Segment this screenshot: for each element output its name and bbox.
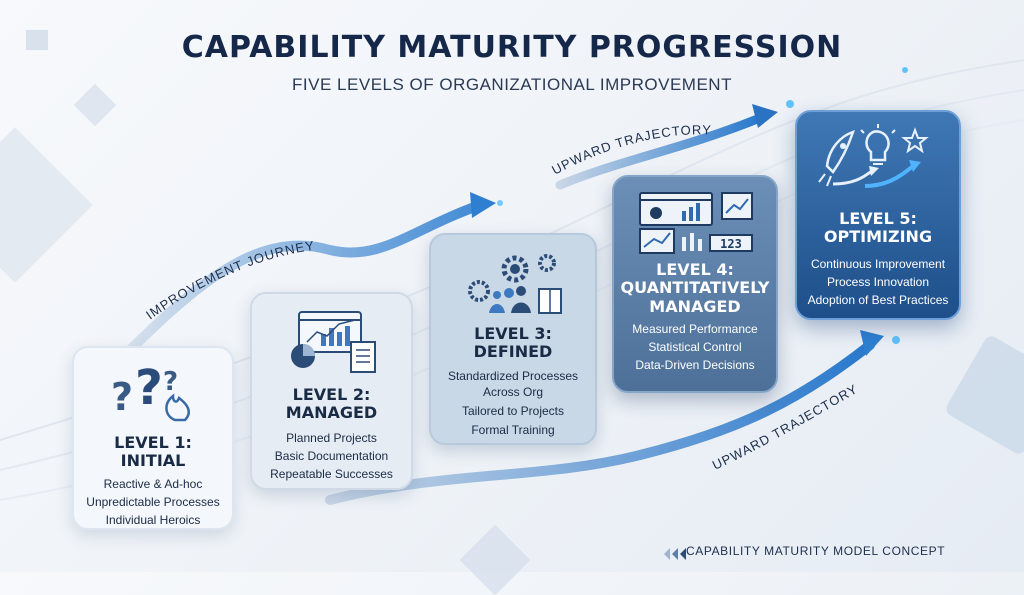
level-1-card: ? ? ? LEVEL 1: INITIAL Reactive & Ad-hoc…: [72, 346, 234, 530]
journey-arrow-path: [115, 200, 485, 365]
level-5-card: LEVEL 5: OPTIMIZING Continuous Improveme…: [795, 110, 961, 320]
level-1-item: Reactive & Ad-hoc: [103, 476, 203, 491]
level-1-item: Unpredictable Processes: [86, 494, 220, 509]
level-2-title: LEVEL 2: MANAGED: [285, 385, 378, 423]
rocket-lightbulb-star-icon: [818, 124, 929, 188]
level-1-title: LEVEL 1: INITIAL: [114, 433, 192, 471]
svg-text:?: ?: [111, 375, 133, 419]
level-4-description: Measured Performance Statistical Control…: [614, 320, 776, 374]
level-1-item: Individual Heroics: [105, 512, 201, 527]
level-5-description: Continuous Improvement Process Innovatio…: [797, 255, 959, 309]
level-4-title: LEVEL 4: QUANTITATIVELY MANAGED: [620, 260, 770, 316]
level-4-item: Measured Performance: [632, 322, 758, 337]
svg-text:?: ?: [135, 360, 163, 416]
gears-team-book-icon: [468, 254, 562, 314]
level-5-title: LEVEL 5: OPTIMIZING: [823, 209, 933, 247]
lower-trajectory-arrowhead: [860, 330, 884, 356]
svg-text:123: 123: [720, 237, 742, 251]
page-title: CAPABILITY MATURITY PROGRESSION: [181, 30, 843, 65]
level-3-item: Formal Training: [471, 423, 555, 438]
level-3-title: LEVEL 3: DEFINED: [473, 324, 553, 362]
level-4-card: 123 LEVEL 4: QUANTITATIVELY MANAGED Meas…: [612, 175, 778, 393]
level-3-item: Standardized Processes: [447, 368, 579, 383]
dashboard-analytics-icon: 123: [639, 192, 753, 254]
level-3-item: Across Org: [482, 384, 543, 399]
report-document-icon: [290, 311, 376, 373]
level-2-item: Basic Documentation: [274, 448, 389, 463]
footer-chevron-icons: [664, 545, 686, 564]
lower-trajectory-path: [325, 340, 875, 505]
upward-trajectory-top-label: UPWARD TRAJECTORY: [549, 122, 712, 177]
level-5-item: Process Innovation: [826, 274, 930, 289]
level-1-description: Reactive & Ad-hoc Unpredictable Processe…: [74, 475, 232, 529]
progression-flow: IMPROVEMENT JOURNEY UPWARD TRAJECTORY UP…: [0, 59, 1024, 505]
svg-text:?: ?: [163, 367, 178, 397]
level-4-item: Statistical Control: [648, 340, 742, 355]
level-3-card: LEVEL 3: DEFINED Standardized Processes …: [429, 233, 597, 445]
level-5-item: Continuous Improvement: [810, 256, 946, 271]
level-2-description: Planned Projects Basic Documentation Rep…: [252, 429, 411, 483]
journey-arrowhead: [470, 192, 496, 218]
level-5-item: Adoption of Best Practices: [807, 292, 949, 307]
level-3-description: Standardized Processes Across Org Tailor…: [431, 368, 595, 439]
level-2-card: LEVEL 2: MANAGED Planned Projects Basic …: [250, 292, 413, 490]
footer-caption: CAPABILITY MATURITY MODEL CONCEPT: [686, 544, 946, 558]
bg-square-small: [26, 30, 48, 50]
level-3-item: Tailored to Projects: [461, 404, 565, 419]
page-subtitle: FIVE LEVELS OF ORGANIZATIONAL IMPROVEMEN…: [292, 75, 732, 94]
level-2-item: Repeatable Successes: [270, 466, 393, 481]
level-4-item: Data-Driven Decisions: [635, 358, 755, 373]
level-2-item: Planned Projects: [286, 430, 377, 445]
question-fire-icon: ? ? ?: [111, 360, 190, 422]
upper-trajectory-path: [555, 113, 765, 190]
upper-trajectory-arrowhead: [752, 104, 778, 128]
